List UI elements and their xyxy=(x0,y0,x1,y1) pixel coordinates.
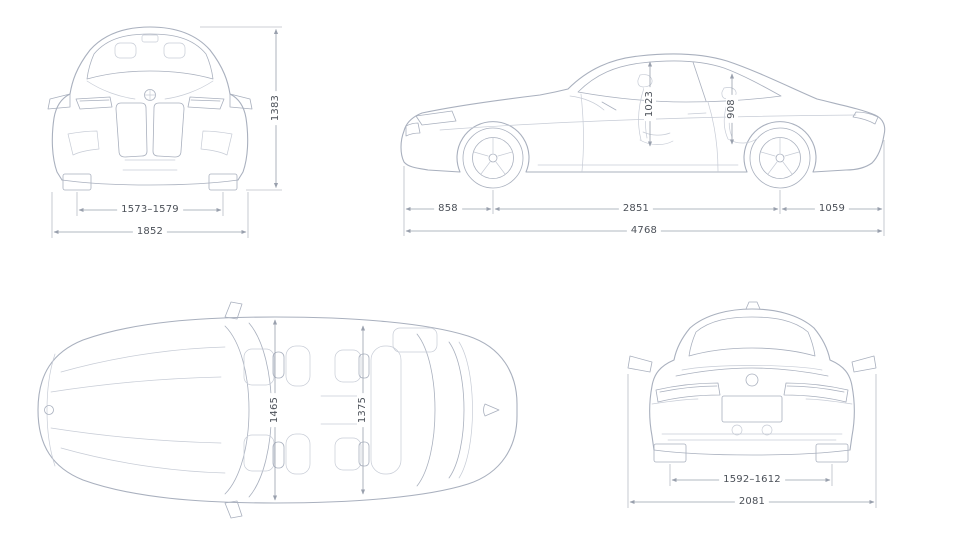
rear-dimension-lines xyxy=(627,374,877,508)
front-bumper-seam xyxy=(46,353,56,467)
top-dimension-lines xyxy=(272,319,366,501)
rear-view-drawing xyxy=(627,301,877,508)
left-taillight xyxy=(655,382,721,403)
trunk-seam xyxy=(458,341,473,479)
dim-side-front-headroom: 1023 xyxy=(644,86,656,122)
left-mirror xyxy=(627,355,653,373)
rear-window xyxy=(688,316,816,357)
shark-fin-antenna xyxy=(483,403,500,417)
right-mirror xyxy=(229,93,253,110)
side-car-body xyxy=(400,53,886,189)
bmw-roundel-icon xyxy=(144,89,156,101)
left-mirror xyxy=(47,93,71,110)
kidney-grille-left xyxy=(115,102,148,158)
left-rear-wheel xyxy=(653,443,687,463)
dim-front-overall-width: 1852 xyxy=(132,226,168,238)
seats xyxy=(243,345,402,475)
rear-wheel xyxy=(749,127,811,189)
right-front-wheel xyxy=(208,173,238,191)
bmw-roundel-icon xyxy=(745,373,759,387)
right-headlight xyxy=(187,96,225,110)
bmw-roundel-icon xyxy=(44,405,54,415)
right-headrest xyxy=(163,42,186,59)
rear-car-body xyxy=(627,301,877,463)
left-mirror xyxy=(224,301,243,320)
roof-panel-detail xyxy=(392,327,438,353)
right-taillight xyxy=(783,382,849,403)
right-mirror xyxy=(224,500,243,519)
right-rear-wheel xyxy=(815,443,849,463)
rearview-mirror xyxy=(141,34,159,43)
side-grille xyxy=(405,122,421,137)
license-plate xyxy=(721,395,783,423)
right-air-intake xyxy=(200,130,233,156)
side-headlight xyxy=(415,110,457,126)
front-view: 1573–1579 1852 1383 xyxy=(30,10,285,245)
windshield xyxy=(86,33,214,80)
rear-view: 1592–1612 2081 xyxy=(618,292,883,517)
spoiler-lip xyxy=(681,365,823,371)
front-view-drawing xyxy=(47,26,282,238)
right-mirror xyxy=(851,355,877,373)
rear-window-arcs xyxy=(416,333,465,487)
character-line xyxy=(439,114,857,131)
dim-front-height: 1383 xyxy=(270,90,282,126)
hood-lines xyxy=(50,346,226,474)
dim-front-track-width: 1573–1579 xyxy=(117,204,183,216)
trunk-line xyxy=(675,367,829,377)
taillight xyxy=(852,111,879,125)
left-headlight xyxy=(75,96,113,110)
right-exhaust xyxy=(761,424,773,436)
greenhouse-glass xyxy=(577,60,782,103)
dim-side-rear-headroom: 908 xyxy=(726,95,738,123)
dim-top-rear-interior-width: 1375 xyxy=(357,392,369,428)
left-air-intake xyxy=(67,130,100,156)
front-car-body xyxy=(47,26,253,191)
dim-side-wheelbase: 2851 xyxy=(618,203,654,215)
left-exhaust xyxy=(731,424,743,436)
left-headrest xyxy=(114,42,137,59)
top-view: 1465 1375 xyxy=(25,292,530,527)
front-wheel xyxy=(462,127,524,189)
dim-rear-track-width: 1592–1612 xyxy=(719,474,785,486)
dim-rear-width-incl-mirrors: 2081 xyxy=(734,496,770,508)
b-pillar xyxy=(692,61,707,102)
shark-fin-antenna xyxy=(745,301,761,310)
kidney-grille-right xyxy=(152,102,185,158)
side-view: 1023 908 858 2851 1059 4768 xyxy=(388,12,908,247)
dim-side-overall-length: 4768 xyxy=(626,225,662,237)
steering-wheel xyxy=(601,101,617,111)
dim-top-front-interior-width: 1465 xyxy=(269,392,281,428)
left-front-wheel xyxy=(62,173,92,191)
dim-side-front-overhang: 858 xyxy=(434,203,462,215)
dim-side-rear-overhang: 1059 xyxy=(814,203,850,215)
door-handle xyxy=(687,112,707,115)
